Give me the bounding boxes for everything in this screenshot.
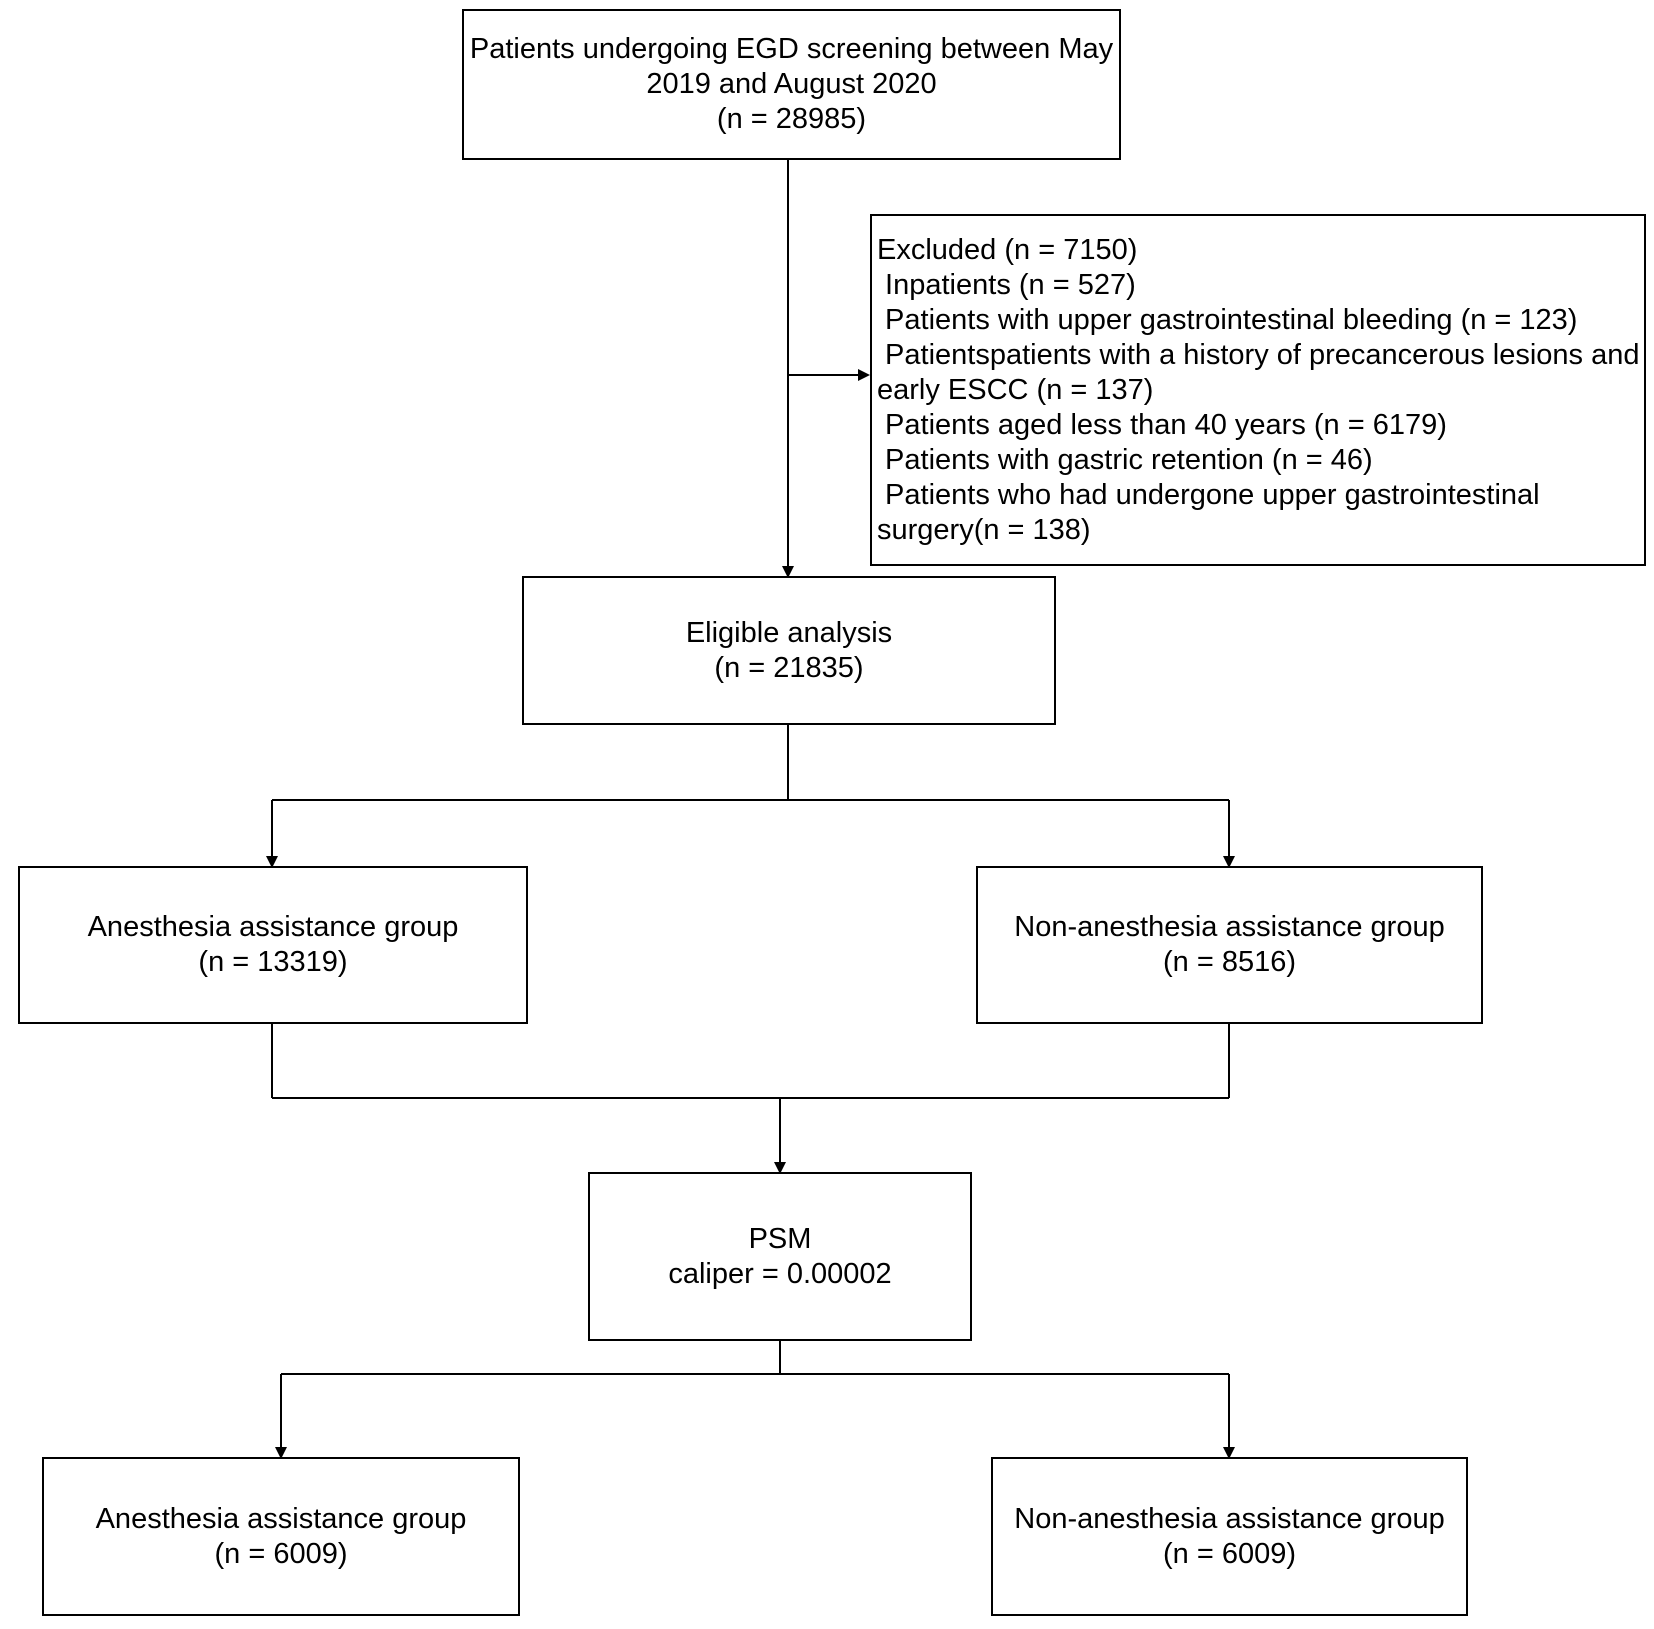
excluded-total: Excluded (n = 7150)	[877, 234, 1138, 266]
matched-non-anesthesia-group-count: (n = 6009)	[1162, 1537, 1296, 1570]
non-anesthesia-group-label: Non-anesthesia assistance group	[1014, 911, 1445, 943]
matched-non-anesthesia-group-label: Non-anesthesia assistance group	[1014, 1502, 1445, 1535]
matched-anesthesia-group-count: (n = 6009)	[214, 1537, 348, 1570]
matched-anesthesia-group-label: Anesthesia assistance group	[95, 1502, 467, 1535]
excluded-age: Patients aged less than 40 years (n = 61…	[877, 409, 1447, 441]
anesthesia-group-count: (n = 13319)	[198, 946, 348, 978]
screening-line-2: 2019 and August 2020	[646, 68, 937, 100]
eligible-label: Eligible analysis	[685, 616, 893, 649]
excluded-surgery-line-1: Patients who had undergone upper gastroi…	[877, 479, 1540, 511]
matched-non-anesthesia-group-box: Non-anesthesia assistance group (n = 600…	[991, 1457, 1468, 1616]
psm-box: PSM caliper = 0.00002	[588, 1172, 972, 1341]
screening-count: (n = 28985)	[716, 103, 867, 135]
anesthesia-group-box: Anesthesia assistance group (n = 13319)	[18, 866, 528, 1024]
screening-box: Patients undergoing EGD screening betwee…	[462, 9, 1121, 160]
excluded-gastric-retention: Patients with gastric retention (n = 46)	[877, 444, 1373, 476]
excluded-surgery-line-2: surgery(n = 138)	[877, 514, 1091, 546]
non-anesthesia-group-box: Non-anesthesia assistance group (n = 851…	[976, 866, 1483, 1024]
matched-anesthesia-group-box: Anesthesia assistance group (n = 6009)	[42, 1457, 520, 1616]
excluded-box: Excluded (n = 7150) Inpatients (n = 527)…	[870, 214, 1646, 566]
psm-caliper: caliper = 0.00002	[668, 1257, 892, 1290]
excluded-gi-bleeding: Patients with upper gastrointestinal ble…	[877, 304, 1578, 336]
non-anesthesia-group-count: (n = 8516)	[1162, 946, 1296, 978]
eligible-count: (n = 21835)	[714, 651, 864, 684]
eligible-box: Eligible analysis (n = 21835)	[522, 576, 1056, 725]
excluded-inpatients: Inpatients (n = 527)	[877, 269, 1136, 301]
screening-line-1: Patients undergoing EGD screening betwee…	[469, 33, 1114, 65]
psm-label: PSM	[748, 1222, 812, 1255]
excluded-precancerous-line-1: Patientspatients with a history of preca…	[877, 339, 1640, 371]
excluded-precancerous-line-2: early ESCC (n = 137)	[877, 374, 1154, 406]
anesthesia-group-label: Anesthesia assistance group	[87, 911, 459, 943]
